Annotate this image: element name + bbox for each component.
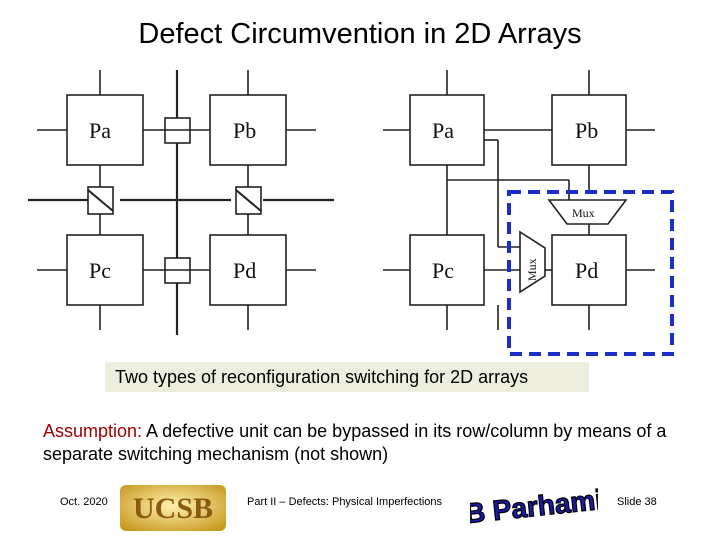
reconfiguration-diagram: Pa Pb Pc Pd Pa Pb Pc Pd Mux Mux [28, 70, 674, 356]
left-label-pd: Pd [233, 258, 256, 283]
footer-center: Part II – Defects: Physical Imperfection… [247, 496, 443, 508]
footer-slide-number: Slide 38 [617, 496, 657, 508]
assumption-label: Assumption: [43, 421, 143, 441]
right-label-pc: Pc [432, 258, 454, 283]
vertical-mux-label: Mux [525, 258, 539, 281]
right-label-pa: Pa [432, 118, 454, 143]
right-label-pd: Pd [575, 258, 598, 283]
left-label-pa: Pa [89, 118, 111, 143]
horizontal-mux-label: Mux [572, 206, 595, 220]
right-label-pb: Pb [575, 118, 598, 143]
defect-bypass-highlight [507, 190, 674, 356]
svg-text:UCSB: UCSB [133, 492, 213, 525]
left-label-pb: Pb [233, 118, 256, 143]
author-signature: B Parhami [470, 483, 598, 530]
left-label-pc: Pc [89, 258, 111, 283]
assumption-body: A defective unit can be bypassed in its … [43, 421, 667, 464]
footer-date: Oct. 2020 [60, 496, 108, 508]
ucsb-logo: UCSB [120, 485, 226, 531]
slide-title: Defect Circumvention in 2D Arrays [138, 18, 582, 50]
horizontal-mux [547, 199, 628, 225]
vertical-mux [519, 230, 546, 294]
right-array [383, 70, 655, 330]
assumption-text: Assumption: A defective unit can be bypa… [43, 420, 683, 466]
left-array [28, 70, 334, 335]
svg-text:B Parhami: B Parhami [470, 484, 598, 529]
figure-caption: Two types of reconfiguration switching f… [105, 362, 589, 392]
